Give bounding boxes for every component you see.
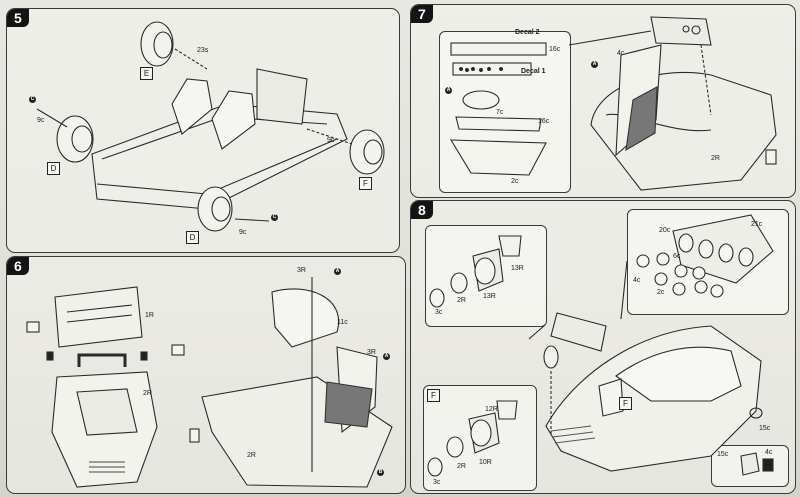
part-3r-mirror-label: 3R <box>367 349 376 356</box>
label-2r-b: 2R <box>457 463 466 470</box>
chassis-drawing <box>36 21 385 232</box>
step-7-panel: 7 Decal 2 <box>410 4 796 198</box>
step-7-number: 7 <box>411 5 433 23</box>
part-23s-label: 23s <box>197 47 209 54</box>
label-20c: 20c <box>659 227 671 234</box>
box-label-D-left: D <box>47 162 60 175</box>
label-13r-b: 13R <box>483 293 496 300</box>
label-4c-mirror: 4c <box>765 449 773 456</box>
decal-2-label: Decal 2 <box>515 29 540 36</box>
part-2c-label: 2c <box>511 178 519 185</box>
marker-c-bottom: C <box>271 214 278 221</box>
label-4c: 4c <box>633 277 641 284</box>
box-label-F-body: F <box>619 397 632 410</box>
part-9c-label-a: 9c <box>37 117 45 124</box>
box-label-D-bottom: D <box>186 231 199 244</box>
decal-1-label: Decal 1 <box>521 68 546 75</box>
step-8-panel: 8 <box>410 200 796 494</box>
part-9c-label-b: 9c <box>327 137 335 144</box>
label-10r: 10R <box>479 459 492 466</box>
label-3c-b: 3c <box>433 479 441 486</box>
label-21c: 21c <box>751 221 763 228</box>
step-6-number: 6 <box>7 257 29 275</box>
label-3c-a: 3c <box>435 309 443 316</box>
marker-a-tub: A <box>591 61 598 68</box>
marker-a-side: A <box>383 353 390 360</box>
label-2c: 2c <box>657 289 665 296</box>
part-1r-label: 1R <box>145 312 154 319</box>
step-8-number: 8 <box>411 201 433 219</box>
label-15c-mirror: 15c <box>717 451 729 458</box>
step-5-number: 5 <box>7 9 29 27</box>
body-drawing <box>26 277 393 488</box>
label-6c: 6c <box>673 253 681 260</box>
part-2r-label: 2R <box>711 155 720 162</box>
marker-b-bottom: B <box>377 469 384 476</box>
marker-a-top: A <box>334 268 341 275</box>
headlights-drawing <box>427 214 774 477</box>
box-label-E: E <box>140 67 153 80</box>
part-16c-label-a: 16c <box>549 46 561 53</box>
step-5-panel: 5 <box>6 8 400 253</box>
label-15c: 15c <box>759 425 771 432</box>
cockpit-drawing <box>450 16 777 191</box>
part-16c-label-b: 16c <box>538 118 550 125</box>
part-4c-label: 4c <box>617 50 625 57</box>
part-9c-label-c: 9c <box>239 229 247 236</box>
label-13r-a: 13R <box>511 265 524 272</box>
part-2r-label: 2R <box>143 390 152 397</box>
part-11c-label: 11c <box>337 319 348 326</box>
label-12r: 12R <box>485 406 498 413</box>
step-6-panel: 6 1R 2 <box>6 256 406 494</box>
part-2r-body-label: 2R <box>247 452 256 459</box>
marker-a-inset: A <box>445 87 452 94</box>
part-3r-label: 3R <box>297 267 306 274</box>
label-2r-a: 2R <box>457 297 466 304</box>
box-label-F: F <box>359 177 372 190</box>
part-7c-label: 7c <box>496 109 504 116</box>
marker-c-left: C <box>29 96 36 103</box>
box-label-F-inset: F <box>427 389 440 402</box>
